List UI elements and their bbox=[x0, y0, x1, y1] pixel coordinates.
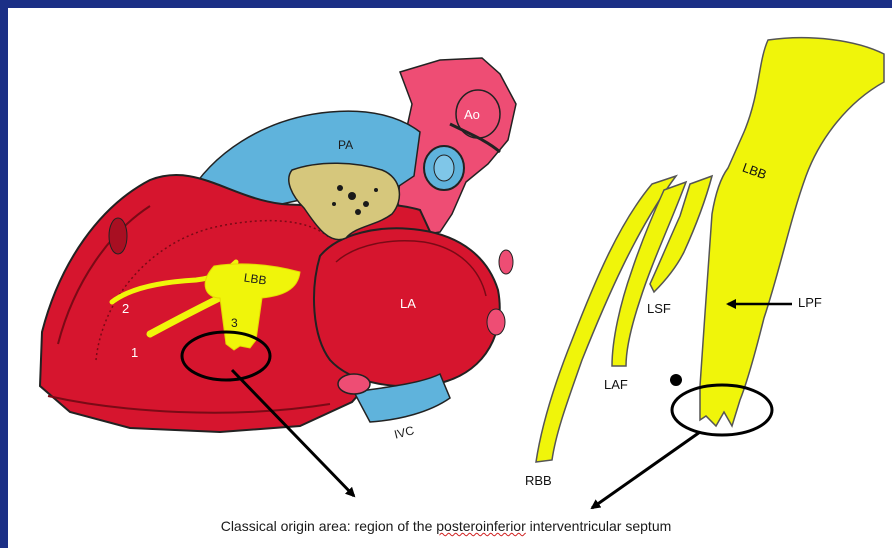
heart-label-pa: PA bbox=[338, 138, 353, 152]
pulmonary-vessel-inner bbox=[434, 155, 454, 181]
heart-illustration: 2 1 3 LBB LA Ao PA IVC bbox=[40, 58, 516, 496]
caption: Classical origin area: region of the pos… bbox=[0, 518, 892, 534]
schematic-label-lsf: LSF bbox=[647, 301, 671, 316]
heart-label-ivc: IVC bbox=[393, 423, 416, 442]
schematic-label-laf: LAF bbox=[604, 377, 628, 392]
schematic-dot bbox=[670, 374, 682, 386]
schematic-origin-arrow bbox=[592, 432, 700, 508]
heart-label-la: LA bbox=[400, 296, 416, 311]
caption-suffix: interventricular septum bbox=[530, 518, 672, 534]
schematic-lbb-trunk bbox=[700, 38, 884, 426]
heart-label-2: 2 bbox=[122, 301, 129, 316]
heart-label-ao: Ao bbox=[464, 107, 480, 122]
heart-label-1: 1 bbox=[131, 345, 138, 360]
heart-label-3: 3 bbox=[231, 316, 238, 330]
caption-prefix: Classical origin area: region of the bbox=[221, 518, 433, 534]
ivc-opening bbox=[338, 374, 370, 394]
pulmonary-vein-2 bbox=[499, 250, 513, 274]
schematic-label-lpf: LPF bbox=[798, 295, 822, 310]
schematic-label-rbb: RBB bbox=[525, 473, 552, 488]
pulmonary-vein bbox=[487, 309, 505, 335]
conduction-schematic: LBB LPF LSF LAF RBB bbox=[525, 38, 884, 508]
papillary-muscle bbox=[109, 218, 127, 254]
caption-highlight: posteroinferior bbox=[436, 518, 526, 534]
